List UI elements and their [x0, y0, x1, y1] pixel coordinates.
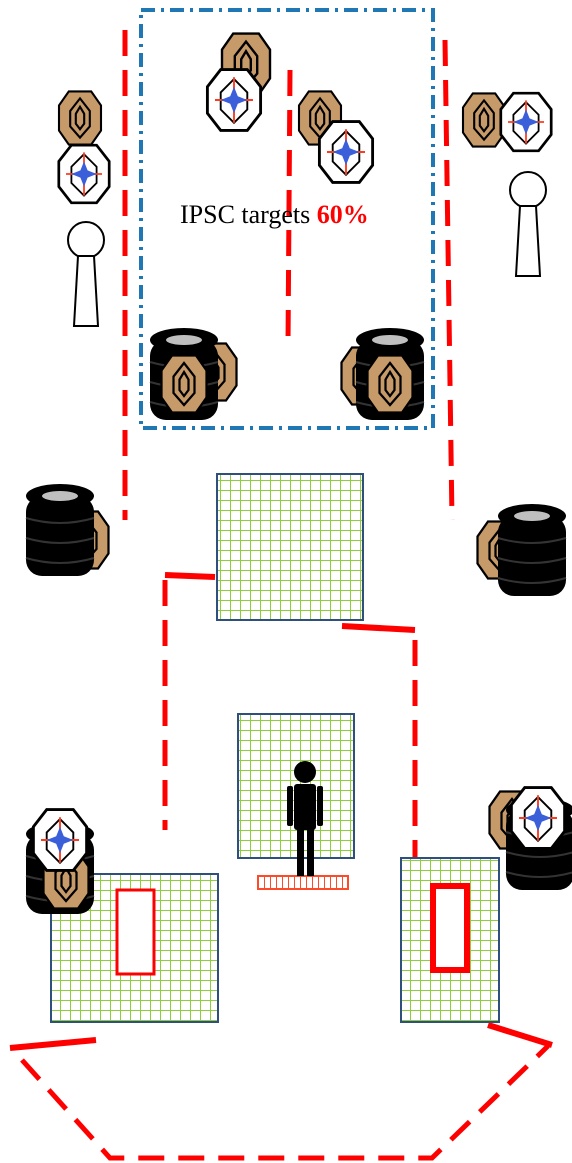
mesh-wall-icon — [400, 857, 500, 1023]
popper-icon — [509, 171, 547, 277]
tire-stack-icon — [25, 483, 95, 577]
steel-target-icon — [31, 808, 89, 872]
steel-target-icon — [499, 91, 553, 153]
steel-target-icon — [57, 143, 111, 205]
popper-icon — [67, 221, 105, 327]
mesh-wall-icon — [216, 473, 364, 621]
caption-percent: 60% — [316, 200, 369, 229]
steel-target-icon — [317, 120, 375, 184]
ipsc-zone-border — [139, 8, 435, 430]
ipsc-targets-caption: IPSC targets 60% — [180, 200, 369, 230]
ipsc-target-icon — [160, 354, 208, 414]
ipsc-target-icon — [461, 92, 507, 148]
caption-text: IPSC targets — [180, 200, 317, 229]
ipsc-target-icon — [366, 354, 414, 414]
steel-target-icon — [205, 68, 263, 132]
shooter-icon — [287, 761, 323, 876]
ipsc-target-icon — [57, 90, 103, 146]
tire-stack-icon — [497, 503, 567, 597]
fault-lines-solid — [9, 572, 553, 1051]
fault-lines — [20, 30, 550, 1161]
steel-target-icon — [509, 786, 567, 850]
start-mat-icon — [257, 875, 349, 890]
